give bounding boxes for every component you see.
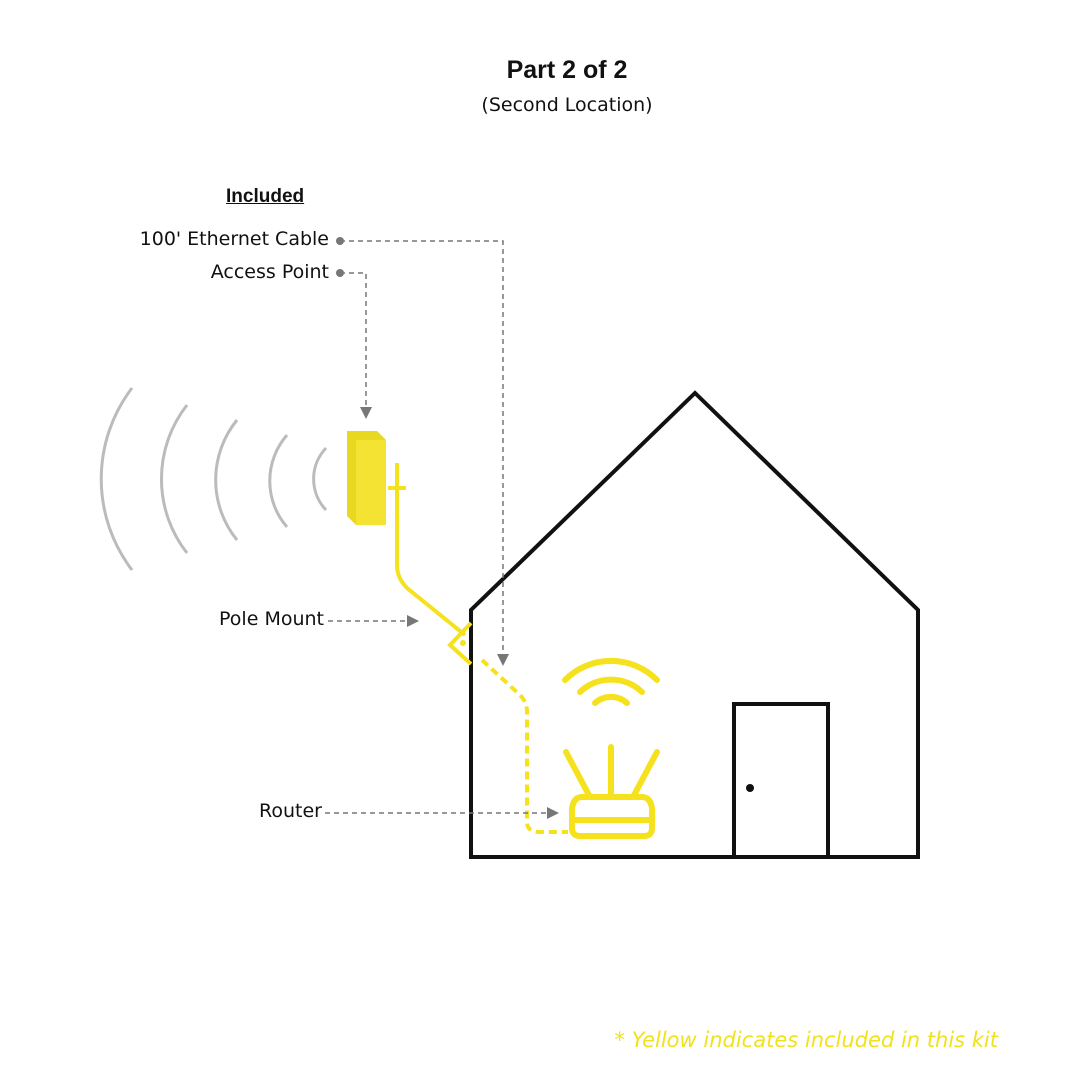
label-pole-mount: Pole Mount (219, 608, 324, 630)
ethernet-cable-icon (480, 658, 568, 834)
pole-mount-icon (388, 463, 473, 666)
included-heading: Included (226, 186, 305, 207)
signal-waves-icon (99, 387, 328, 571)
leader-lines (325, 240, 559, 819)
footnote: * Yellow indicates included in this kit (614, 1028, 998, 1052)
door-icon (732, 702, 830, 859)
access-point-icon (347, 431, 386, 525)
page-subtitle: (Second Location) (481, 94, 653, 116)
label-router: Router (259, 800, 322, 822)
label-ethernet-cable: 100' Ethernet Cable (139, 228, 329, 250)
house-icon (469, 390, 920, 859)
label-access-point: Access Point (210, 261, 329, 283)
router-icon (562, 657, 660, 839)
page-title: Part 2 of 2 (506, 56, 628, 84)
